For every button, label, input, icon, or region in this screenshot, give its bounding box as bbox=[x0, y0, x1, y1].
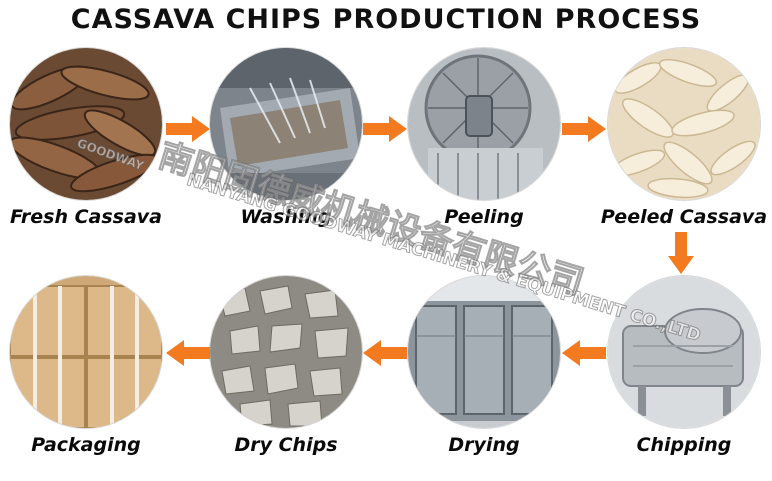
arrow-right-icon bbox=[562, 116, 606, 142]
dry-chips-photo bbox=[210, 276, 362, 428]
washing-photo bbox=[210, 48, 362, 200]
arrow-left-icon bbox=[166, 340, 210, 366]
step-label: Drying bbox=[448, 434, 520, 456]
step-dry-chips: Dry Chips bbox=[206, 276, 366, 481]
step-drying: Drying bbox=[404, 276, 564, 481]
arrow-left-icon bbox=[562, 340, 606, 366]
chipping-photo bbox=[608, 276, 760, 428]
step-label: Peeled Cassava bbox=[600, 206, 768, 228]
step-peeling: Peeling bbox=[404, 48, 564, 253]
peeling-photo bbox=[408, 48, 560, 200]
arrow-right-icon bbox=[363, 116, 407, 142]
peeled-cassava-photo bbox=[608, 48, 760, 200]
step-fresh-cassava: Fresh Cassava bbox=[6, 48, 166, 253]
step-label: Packaging bbox=[31, 434, 141, 456]
page-title: CASSAVA CHIPS PRODUCTION PROCESS bbox=[70, 4, 702, 35]
step-label: Fresh Cassava bbox=[9, 206, 162, 228]
step-label: Dry Chips bbox=[234, 434, 338, 456]
step-peeled-cassava: Peeled Cassava bbox=[601, 48, 767, 253]
step-label: Chipping bbox=[636, 434, 732, 456]
step-chipping: Chipping bbox=[604, 276, 764, 481]
arrow-left-icon bbox=[363, 340, 407, 366]
drying-photo bbox=[408, 276, 560, 428]
arrow-down-icon bbox=[668, 232, 694, 274]
step-label: Washing bbox=[240, 206, 332, 228]
step-washing: Washing bbox=[206, 48, 366, 253]
step-label: Peeling bbox=[444, 206, 524, 228]
arrow-right-icon bbox=[166, 116, 210, 142]
step-packaging: Packaging bbox=[6, 276, 166, 481]
fresh-cassava-photo bbox=[10, 48, 162, 200]
packaging-photo bbox=[10, 276, 162, 428]
